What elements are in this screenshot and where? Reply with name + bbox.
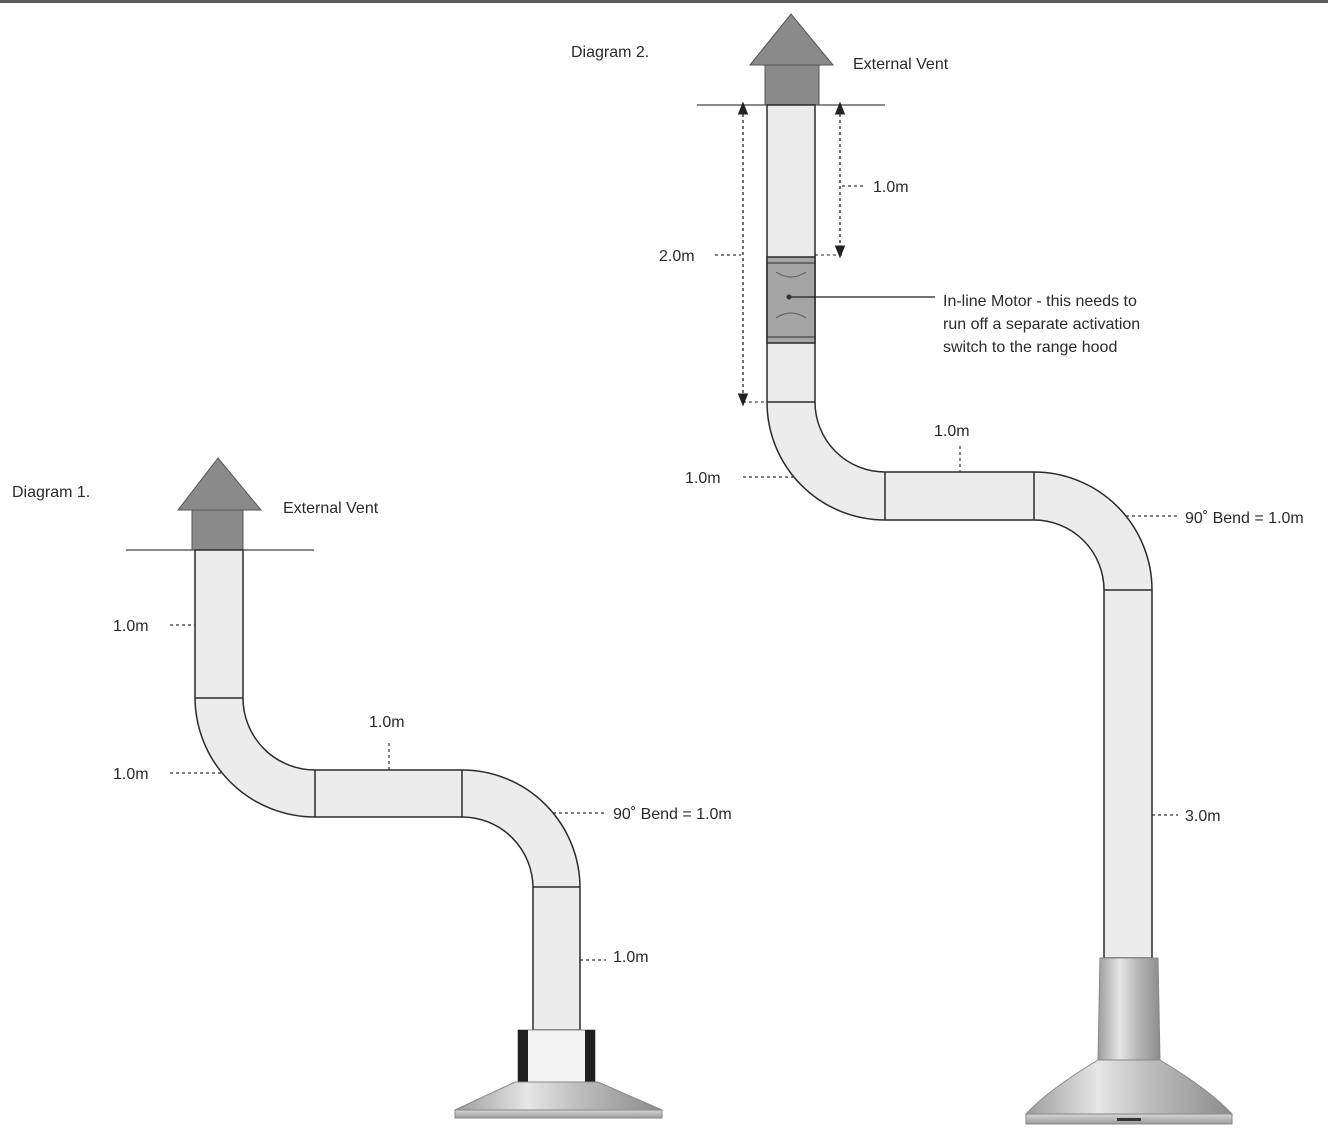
diagram-2-total-vertical-label: 2.0m xyxy=(659,248,695,265)
diagram-2-motor-distance-label: 1.0m xyxy=(873,179,909,196)
diagram-1-vertical-bottom-label: 1.0m xyxy=(613,949,649,966)
diagram-2-bend-bottom-label: 90˚ Bend = 1.0m xyxy=(1185,510,1304,527)
diagram-2-title: Diagram 2. xyxy=(571,44,649,61)
diagram-2-range-hood xyxy=(1024,957,1234,1125)
motor-pointer-dot xyxy=(786,294,792,300)
diagram-1: Diagram 1. External Vent 1.0m 1.0m 1.0m xyxy=(12,457,732,1119)
diagram-2-motor-line-1: In-line Motor - this needs to xyxy=(943,293,1137,310)
diagram-1-duct xyxy=(194,549,581,1031)
diagram-1-vertical-top-label: 1.0m xyxy=(113,618,149,635)
diagram-1-range-hood xyxy=(454,1029,663,1119)
diagram-2-horizontal-label: 1.0m xyxy=(934,423,970,440)
diagram-1-external-vent xyxy=(126,457,314,551)
diagram-2: Diagram 2. External Vent xyxy=(571,13,1304,1125)
diagram-2-vertical-bottom-label: 3.0m xyxy=(1185,808,1221,825)
vent-collar xyxy=(764,64,820,106)
diagram-2-duct xyxy=(766,104,1153,959)
diagram-1-bend-bottom-label: 90˚ Bend = 1.0m xyxy=(613,806,732,823)
diagram-1-title: Diagram 1. xyxy=(12,484,90,501)
vent-cap-icon xyxy=(176,457,263,511)
top-border xyxy=(0,0,1328,3)
diagram-2-external-vent xyxy=(697,13,885,106)
diagram-1-horizontal-label: 1.0m xyxy=(369,714,405,731)
diagram-2-motor-line-3: switch to the range hood xyxy=(943,339,1117,356)
vent-cap-icon xyxy=(748,13,835,66)
vent-collar xyxy=(191,509,244,551)
diagram-2-vent-label: External Vent xyxy=(853,56,949,73)
diagram-1-vent-label: External Vent xyxy=(283,500,379,517)
diagram-1-bend-top-label: 1.0m xyxy=(113,766,149,783)
diagram-2-motor-line-2: run off a separate activation xyxy=(943,316,1140,333)
diagram-2-inline-motor xyxy=(766,256,816,344)
diagram-2-bend-top-label: 1.0m xyxy=(685,470,721,487)
